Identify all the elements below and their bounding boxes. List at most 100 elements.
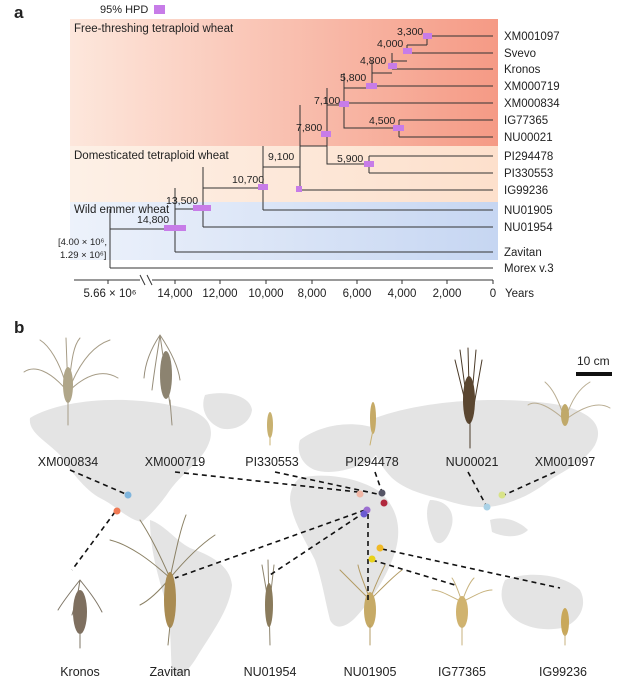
accession-label: Zavitan <box>150 665 191 679</box>
wheat-spike-nu01905 <box>339 564 403 646</box>
wheat-spike-ig77365 <box>431 577 493 646</box>
accession-label: IG77365 <box>438 665 486 679</box>
node-age: 4,500 <box>369 115 395 127</box>
hpd-bar-3300 <box>423 33 432 39</box>
accession-label: XM000719 <box>145 455 206 469</box>
node-age-labels: 3,300 4,000 4,800 5,800 4,500 7,100 7,80… <box>58 26 423 261</box>
wheat-spike-xm001097 <box>527 381 611 426</box>
wheat-specimens <box>23 334 611 649</box>
world-map <box>29 393 599 676</box>
location-dot-xm001097 <box>498 491 506 499</box>
band-free-threshing <box>70 19 498 146</box>
wheat-spike-ig99236 <box>561 608 569 646</box>
hpd-bar-4800 <box>388 63 397 69</box>
hpd-legend-label: 95% HPD <box>100 4 148 16</box>
taxon-label: NU01954 <box>504 222 553 234</box>
axis-tick: 14,000 <box>157 288 192 300</box>
taxon-label: Zavitan <box>504 247 542 259</box>
accession-labels-bottom: Kronos Zavitan NU01954 NU01905 IG77365 I… <box>60 665 587 679</box>
hpd-bar-10700 <box>258 184 268 190</box>
scale-bar <box>576 372 612 376</box>
wheat-spike-xm000834 <box>23 337 119 426</box>
taxon-labels: XM001097 Svevo Kronos XM000719 XM000834 … <box>504 31 560 275</box>
taxon-label: Morex v.3 <box>504 263 554 275</box>
band-domesticated <box>70 146 498 202</box>
node-age: 4,000 <box>377 38 403 50</box>
accession-label: XM001097 <box>535 455 596 469</box>
connector-lines <box>69 469 561 600</box>
hpd-bar-5800 <box>366 83 377 89</box>
taxon-label: XM000834 <box>504 98 560 110</box>
accession-label: PI330553 <box>245 455 299 469</box>
node-age: 14,800 <box>137 214 169 226</box>
hpd-bar-7100 <box>339 101 349 107</box>
taxon-label: Kronos <box>504 64 541 76</box>
node-age: 7,800 <box>296 122 322 134</box>
taxon-label: PI294478 <box>504 151 553 163</box>
accession-label: XM000834 <box>38 455 99 469</box>
location-dot-xm000834 <box>124 491 132 499</box>
taxon-label: XM001097 <box>504 31 560 43</box>
tree-branches <box>109 35 493 269</box>
taxon-label: IG77365 <box>504 115 548 127</box>
location-dot-nu01954 <box>360 510 368 518</box>
node-age: 7,100 <box>314 95 340 107</box>
group-label-wild-emmer: Wild emmer wheat <box>74 204 170 216</box>
location-dot-ig77365 <box>368 555 376 563</box>
hpd-bar-4500 <box>393 125 404 131</box>
node-age: 5,800 <box>340 72 366 84</box>
axis-tick: 12,000 <box>202 288 237 300</box>
axis-tick-broken: 5.66 × 10⁶ <box>83 288 136 300</box>
wheat-spike-pi294478 <box>369 402 376 446</box>
taxon-label: XM000719 <box>504 81 560 93</box>
time-axis: 5.66 × 10⁶ 14,000 12,000 10,000 8,000 6,… <box>74 274 534 300</box>
wheat-spike-nu00021 <box>454 347 483 449</box>
location-dot-pi294478 <box>378 489 386 497</box>
axis-tick: 0 <box>490 288 496 300</box>
hpd-bar-14800 <box>164 225 186 231</box>
location-dot-ig99236 <box>376 544 384 552</box>
axis-tick: 10,000 <box>248 288 283 300</box>
wheat-spike-kronos <box>57 579 103 649</box>
group-label-domesticated: Domesticated tetraploid wheat <box>74 150 229 162</box>
location-dot-pi330553 <box>356 490 364 498</box>
axis-tick: 8,000 <box>298 288 327 300</box>
node-age: 3,300 <box>397 26 423 38</box>
axis-label-years: Years <box>505 288 534 300</box>
axis-tick: 4,000 <box>388 288 417 300</box>
band-wild-emmer <box>70 202 498 260</box>
node-age: 10,700 <box>232 174 264 186</box>
axis-tick: 6,000 <box>343 288 372 300</box>
accession-label: Kronos <box>60 665 100 679</box>
panel-a-label: a <box>14 3 24 22</box>
location-dot-xm000719 <box>380 499 388 507</box>
wheat-spike-pi330553 <box>267 412 273 446</box>
hpd-legend-swatch <box>154 5 165 14</box>
hpd-bar-9100 <box>296 186 302 192</box>
wheat-spike-nu01954 <box>261 559 275 646</box>
taxon-label: NU00021 <box>504 132 553 144</box>
panel-a: a 95% HPD Free-threshing tetraploid whea… <box>14 3 560 300</box>
hpd-bar-7800 <box>321 131 331 137</box>
scale-bar-label: 10 cm <box>577 354 610 368</box>
accession-label: NU01954 <box>244 665 297 679</box>
taxon-label: IG99236 <box>504 185 548 197</box>
accession-label: IG99236 <box>539 665 587 679</box>
node-age: 9,100 <box>268 151 294 163</box>
taxon-label: PI330553 <box>504 168 553 180</box>
root-age-line-2: 1.29 × 10⁶] <box>60 250 106 261</box>
hpd-bars <box>164 33 432 231</box>
location-dot-nu00021 <box>483 503 491 511</box>
taxon-label: Svevo <box>504 48 536 60</box>
panel-b: b 10 cm <box>14 318 612 679</box>
wheat-spike-xm000719 <box>143 334 181 426</box>
wheat-spike-zavitan <box>109 514 216 646</box>
accession-label: NU00021 <box>446 455 499 469</box>
node-age: 5,900 <box>337 153 363 165</box>
hpd-bar-13500 <box>193 205 211 211</box>
taxon-label: NU01905 <box>504 205 553 217</box>
location-dot-kronos <box>113 507 121 515</box>
root-age-line-1: [4.00 × 10⁶, <box>58 237 107 248</box>
hpd-bar-4000 <box>403 48 412 54</box>
node-age: 4,800 <box>360 55 386 67</box>
